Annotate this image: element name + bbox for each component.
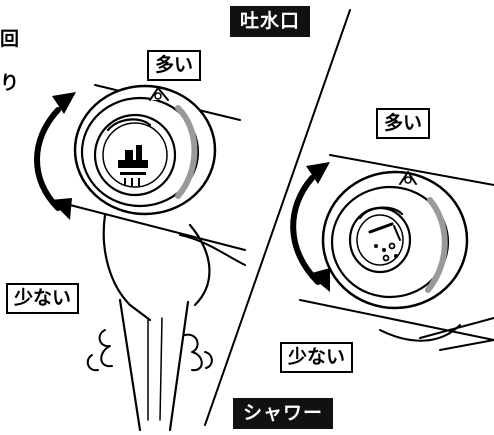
right-faucet <box>290 154 494 351</box>
left-dial <box>73 84 217 216</box>
cutoff-text-top: 回 <box>0 28 20 50</box>
divider-line <box>204 9 351 426</box>
right-dial <box>321 170 469 310</box>
more-label-left: 多い <box>147 50 202 81</box>
shower-label: シャワー <box>233 398 334 429</box>
left-rotate-arrow <box>34 92 76 220</box>
spout-label: 吐水口 <box>230 6 311 37</box>
cutoff-text-bottom: り <box>0 72 20 94</box>
shower-icon <box>368 222 401 262</box>
faucet-spout-icon <box>118 145 148 186</box>
left-faucet <box>34 84 246 432</box>
less-label-left: 少ない <box>6 283 80 314</box>
right-rotate-arrow <box>290 162 330 292</box>
more-label-right: 多い <box>376 108 431 139</box>
less-label-right: 少ない <box>280 342 354 373</box>
